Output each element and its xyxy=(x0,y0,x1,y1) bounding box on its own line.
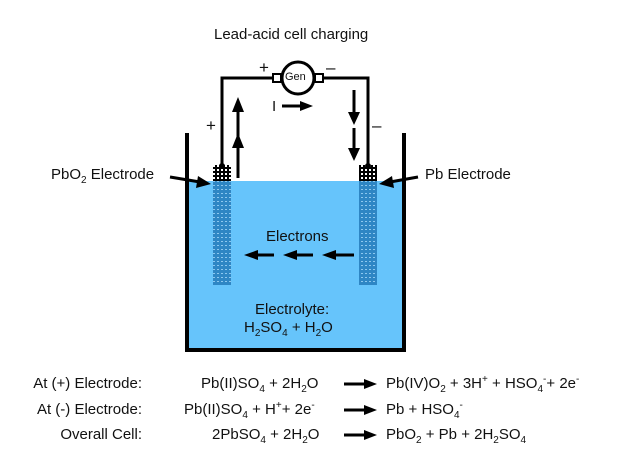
pb-electrode xyxy=(359,181,377,285)
pbo2-electrode-top xyxy=(213,165,231,181)
pbo2-electrode xyxy=(213,181,231,285)
pb-electrode-label: Pb Electrode xyxy=(425,166,511,183)
equation-label-positive: At (+) Electrode: xyxy=(33,375,142,392)
pb-pointer-arrow xyxy=(379,175,419,188)
pbo2-pointer-arrow xyxy=(169,175,211,188)
gen-terminal-plus xyxy=(272,73,282,83)
current-arrows-down xyxy=(348,90,360,161)
gen-plus-sign: + xyxy=(259,58,269,77)
equation-overall-products: PbO2 + Pb + 2H2SO4 xyxy=(386,426,527,446)
equation-negative-products: Pb + HSO4- xyxy=(386,400,463,421)
current-label: I xyxy=(272,98,277,115)
gen-minus-sign: – xyxy=(326,58,336,77)
current-direction-arrow xyxy=(282,101,313,111)
electrolyte-label: Electrolyte: xyxy=(255,301,330,318)
diagram-title: Lead-acid cell charging xyxy=(214,26,369,43)
equation-label-negative: At (-) Electrode: xyxy=(36,401,142,418)
electrolyte-formula: H2SO4 + H2O xyxy=(244,319,333,339)
equation-overall-reactants: 2PbSO4 + 2H2O xyxy=(212,426,320,446)
pb-electrode-top xyxy=(359,165,377,181)
equation-arrows xyxy=(344,379,377,440)
equation-positive-products: Pb(IV)O2 + 3H+ + HSO4-+ 2e- xyxy=(386,374,580,395)
generator xyxy=(280,60,316,96)
circuit-wire xyxy=(220,76,370,165)
container xyxy=(185,133,406,352)
equation-positive-reactants: Pb(II)SO4 + 2H2O xyxy=(201,375,319,395)
electron-arrows xyxy=(244,250,354,260)
generator-label: Gen xyxy=(285,71,306,83)
pbo2-electrode-label: PbO2 Electrode xyxy=(51,166,155,186)
equation-negative-reactants: Pb(II)SO4 + H++ 2e- xyxy=(184,400,315,421)
left-wire-plus-sign: + xyxy=(206,116,216,135)
equation-label-overall: Overall Cell: xyxy=(60,426,142,443)
electrons-label: Electrons xyxy=(266,228,329,245)
gen-terminal-minus xyxy=(314,73,324,83)
right-wire-minus-sign: – xyxy=(372,116,382,135)
current-arrows-up xyxy=(232,97,244,178)
